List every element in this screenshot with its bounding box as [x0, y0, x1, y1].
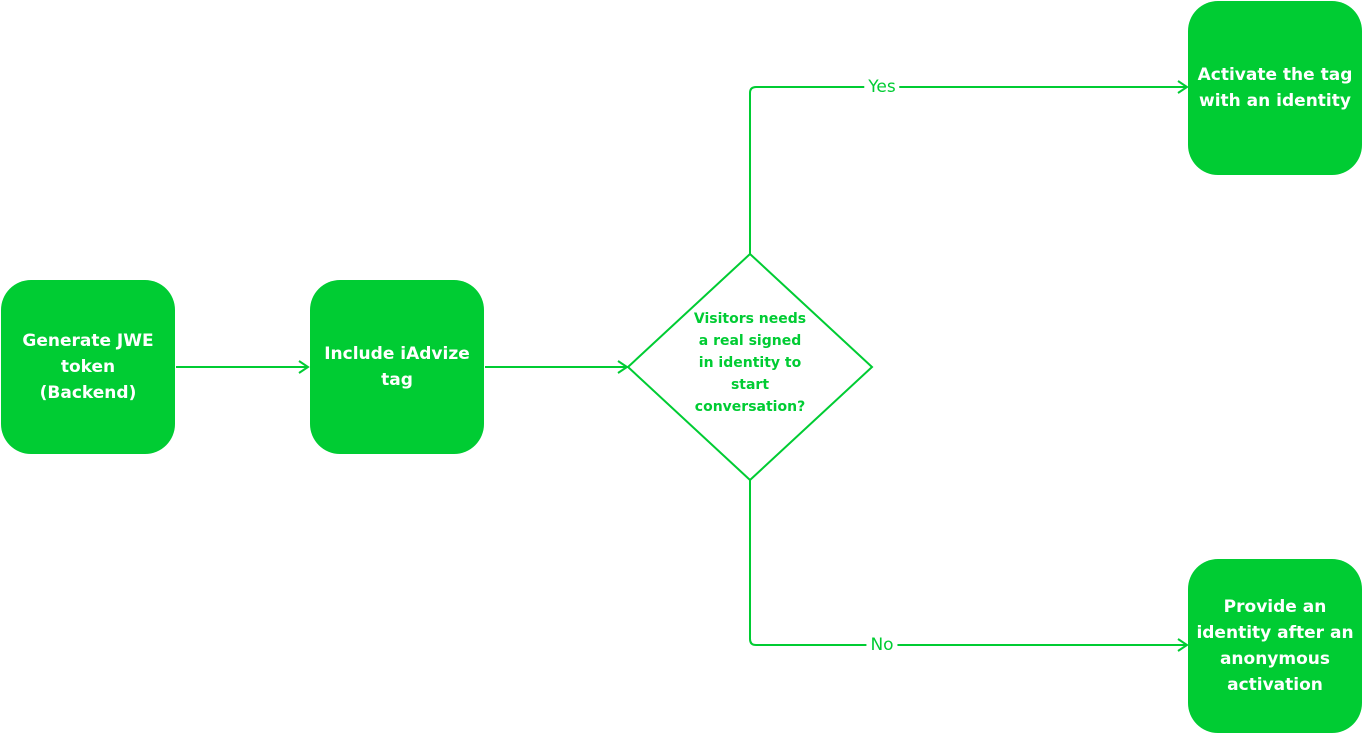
decision-question: Visitors needs a real signed in identity… [693, 311, 807, 415]
edge-decision-yes [749, 80, 1189, 254]
edge-decision-no [749, 480, 1189, 652]
node-include-iadvize-tag: Include iAdvize tag [310, 280, 484, 454]
node-activate-tag-with-identity: Activate the tag with an identity [1188, 1, 1362, 175]
node-provide-identity-after-anonymous: Provide an identity after an anonymous a… [1188, 559, 1362, 733]
node-generate-jwe-token: Generate JWE token (Backend) [1, 280, 175, 454]
edge-label-no: No [866, 635, 898, 655]
edge-label-yes: Yes [864, 77, 900, 97]
